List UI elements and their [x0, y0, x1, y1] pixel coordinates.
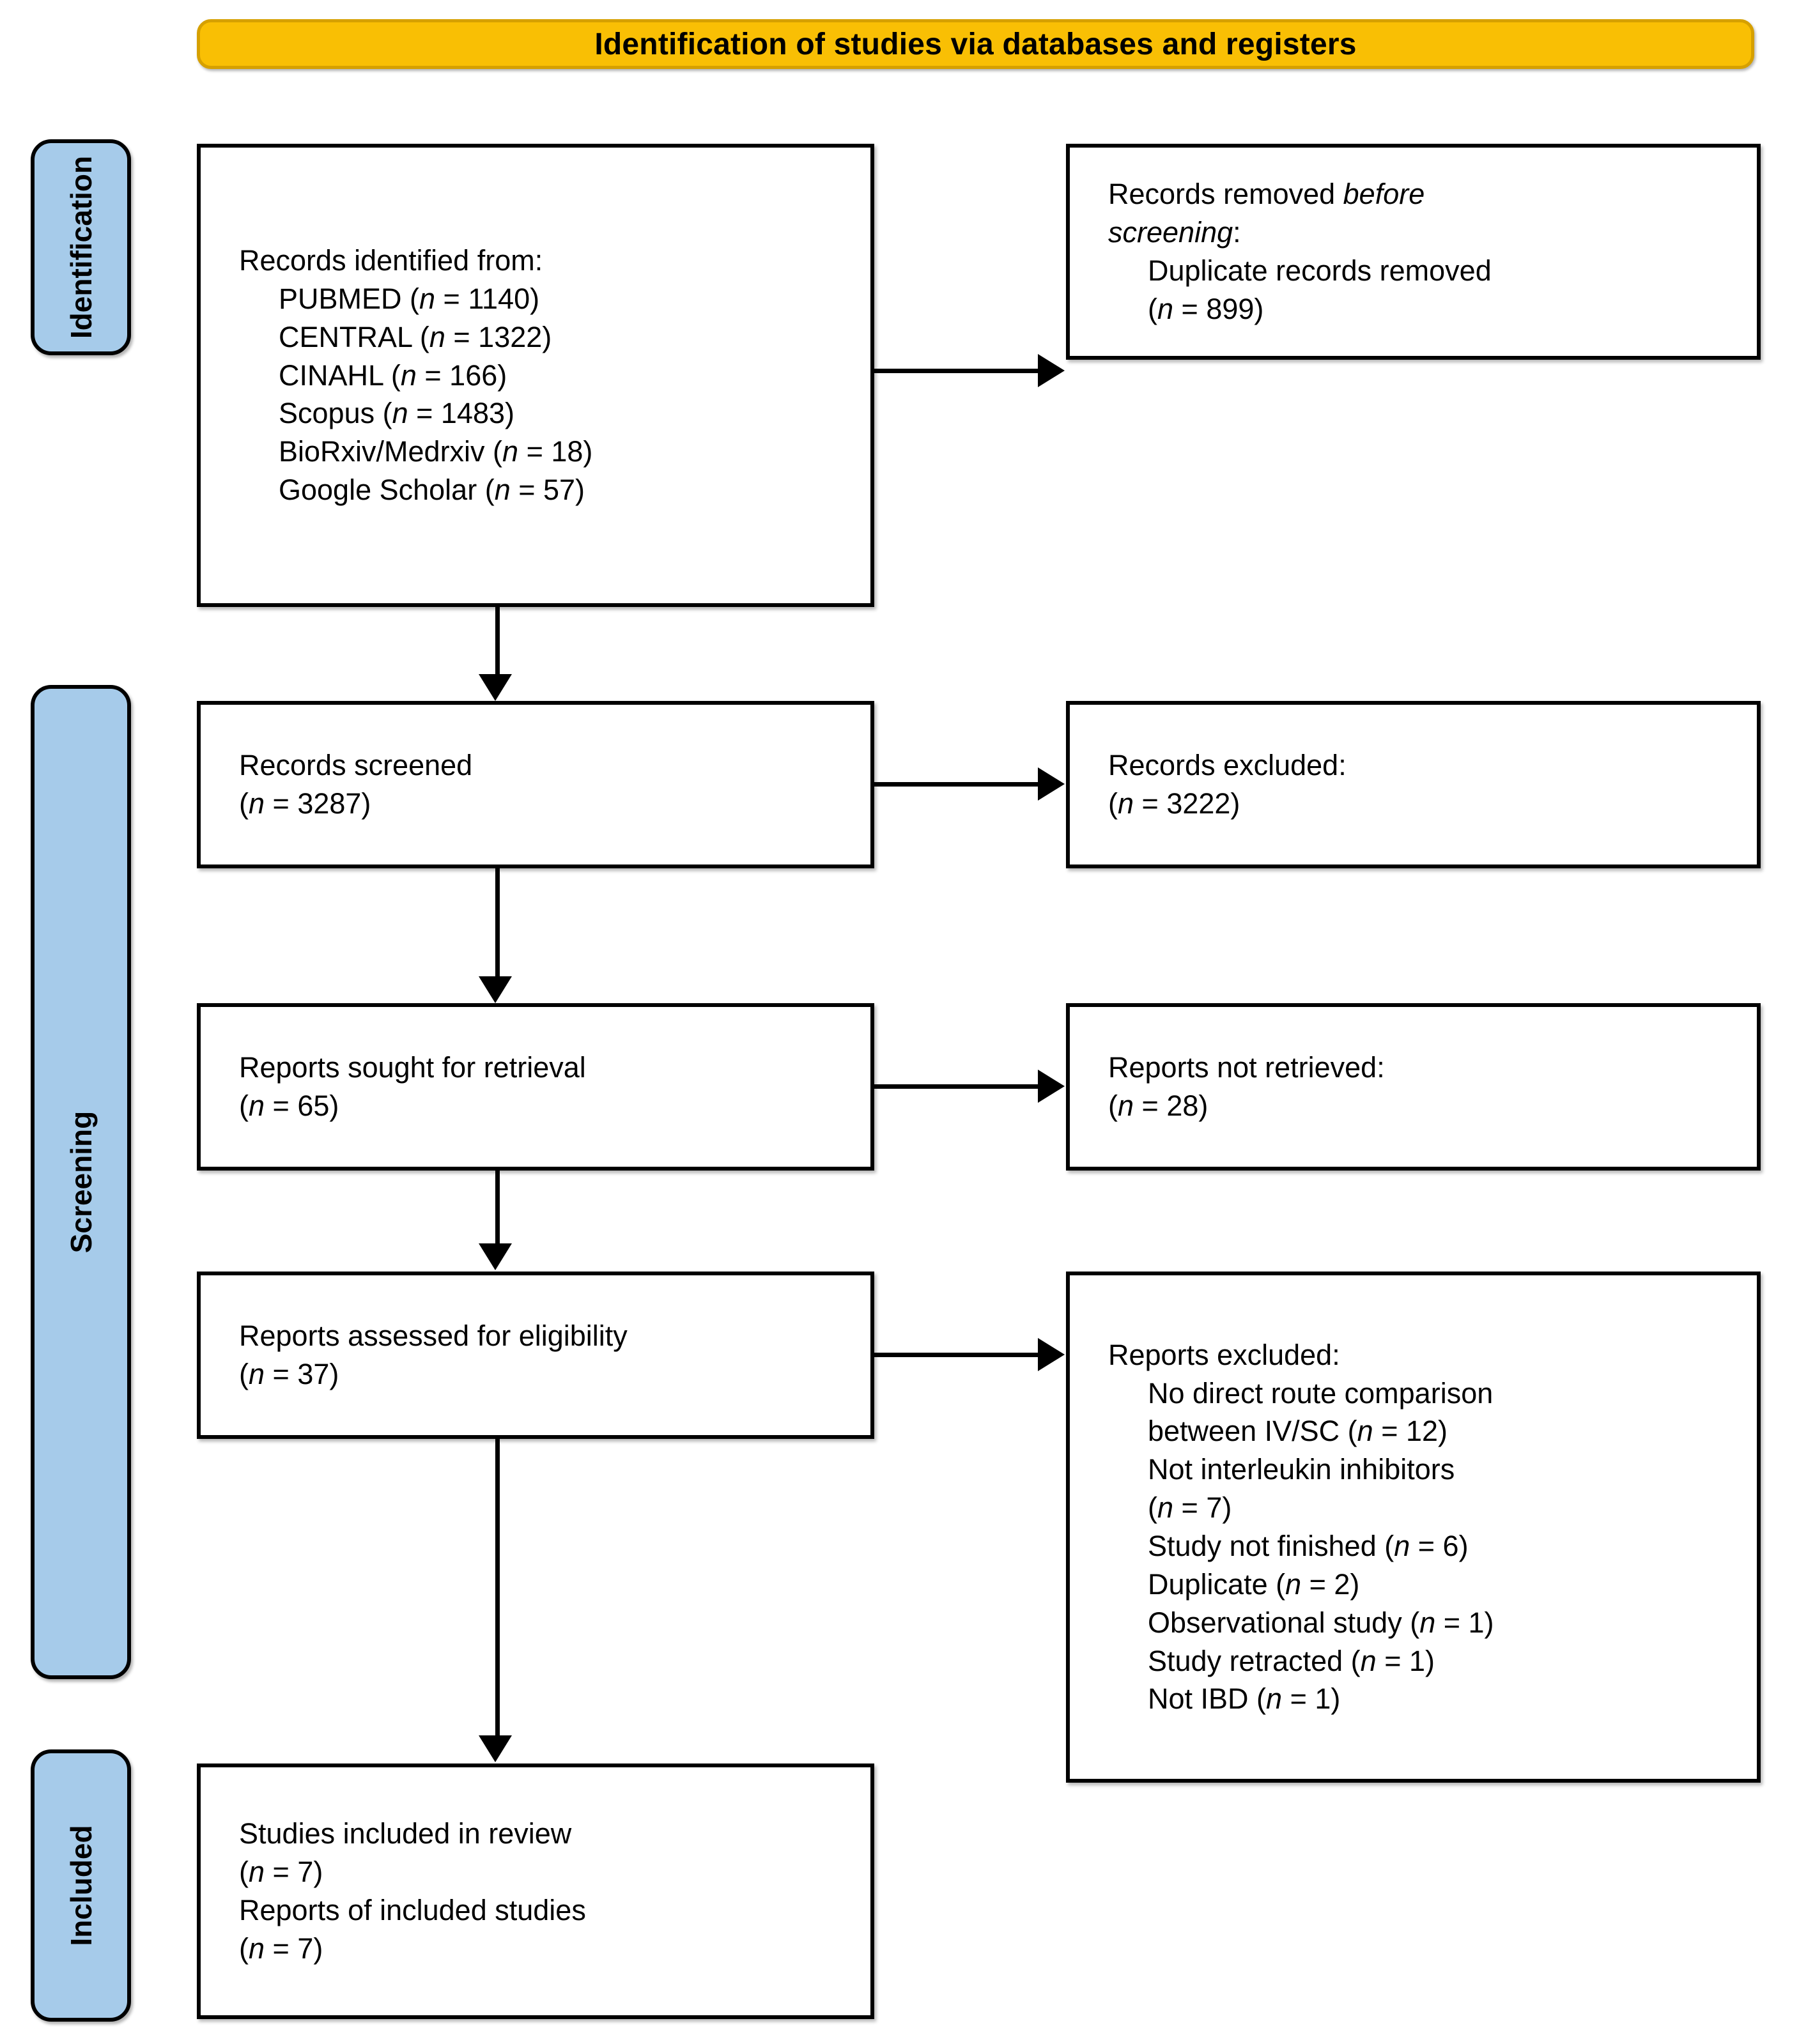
reason-no-direct-route-comparison-1: No direct route comparison	[1148, 1376, 1494, 1410]
reason-no-direct-route-comparison-2: between IV/SC (n = 12)	[1148, 1415, 1448, 1448]
reason-not-interleukin-inhibitors: Not interleukin inhibitors	[1148, 1453, 1455, 1486]
reports-assessed-count: (n = 37)	[239, 1358, 339, 1390]
stage-label-screening-text: Screening	[64, 1110, 98, 1254]
source-pubmed: PUBMED (n = 1140)	[279, 282, 540, 315]
box-records-excluded: Records excluded: (n = 3222)	[1066, 701, 1761, 868]
connector-sought-to-assessed	[495, 1171, 500, 1245]
source-biorxiv-medrxiv: BioRxiv/Medrxiv (n = 18)	[279, 435, 593, 468]
arrowhead-down-icon	[479, 976, 512, 1003]
connector-assessed-to-included	[495, 1439, 500, 1737]
box-reports-excluded: Reports excluded: No direct route compar…	[1066, 1272, 1761, 1783]
reports-of-included-studies-count: (n = 7)	[239, 1932, 323, 1965]
studies-included-label: Studies included in review	[239, 1817, 572, 1850]
records-excluded-count: (n = 3222)	[1108, 787, 1240, 820]
stage-label-identification-text: Identification	[64, 155, 98, 339]
reason-not-interleukin-inhibitors-count: (n = 7)	[1148, 1491, 1232, 1525]
records-screened-label: Records screened	[239, 749, 473, 782]
stage-label-included-text: Included	[64, 1825, 98, 1946]
connector-screened-to-excluded	[874, 782, 1039, 787]
box-studies-included: Studies included in review (n = 7) Repor…	[197, 1764, 874, 2019]
connector-assessed-to-reports-excluded	[874, 1353, 1039, 1357]
source-scopus: Scopus (n = 1483)	[279, 397, 515, 430]
reports-of-included-studies-label: Reports of included studies	[239, 1894, 586, 1926]
box-reports-not-retrieved: Reports not retrieved: (n = 28)	[1066, 1003, 1761, 1171]
reports-assessed-label: Reports assessed for eligibility	[239, 1319, 628, 1353]
reports-excluded-heading: Reports excluded:	[1108, 1338, 1340, 1371]
box-records-removed-before-screening: Records removed before screening: Duplic…	[1066, 144, 1761, 360]
reason-not-ibd: Not IBD (n = 1)	[1148, 1682, 1341, 1716]
duplicate-records-removed-label: Duplicate records removed	[1148, 254, 1492, 287]
arrowhead-right-icon	[1038, 767, 1065, 801]
connector-screened-to-sought	[495, 868, 500, 977]
reason-study-not-finished: Study not finished (n = 6)	[1148, 1530, 1469, 1562]
connector-identified-to-screened	[495, 607, 500, 677]
reports-not-retrieved-label: Reports not retrieved:	[1108, 1051, 1385, 1084]
arrowhead-down-icon	[479, 674, 512, 701]
records-removed-line2: screening:	[1108, 216, 1241, 249]
records-identified-heading: Records identified from:	[239, 244, 543, 277]
reason-observational-study: Observational study (n = 1)	[1148, 1606, 1494, 1639]
arrowhead-down-icon	[479, 1243, 512, 1270]
records-excluded-label: Records excluded:	[1108, 749, 1347, 782]
source-central: CENTRAL (n = 1322)	[279, 320, 552, 353]
connector-identified-to-removed	[874, 369, 1039, 373]
identification-banner: Identification of studies via databases …	[197, 19, 1754, 69]
arrowhead-right-icon	[1038, 1338, 1065, 1371]
box-records-identified: Records identified from: PUBMED (n = 114…	[197, 144, 874, 607]
arrowhead-right-icon	[1038, 1070, 1065, 1103]
box-records-screened: Records screened (n = 3287)	[197, 701, 874, 868]
studies-included-count: (n = 7)	[239, 1856, 323, 1889]
box-reports-sought-for-retrieval: Reports sought for retrieval (n = 65)	[197, 1003, 874, 1171]
connector-sought-to-not-retrieved	[874, 1084, 1039, 1089]
reason-duplicate: Duplicate (n = 2)	[1148, 1567, 1360, 1601]
banner-title: Identification of studies via databases …	[594, 27, 1357, 61]
records-removed-line1: Records removed before	[1108, 178, 1425, 211]
box-reports-assessed-for-eligibility: Reports assessed for eligibility (n = 37…	[197, 1272, 874, 1439]
reason-study-retracted: Study retracted (n = 1)	[1148, 1644, 1435, 1677]
records-screened-count: (n = 3287)	[239, 787, 371, 820]
duplicate-records-removed-count: (n = 899)	[1148, 292, 1264, 325]
stage-label-identification: Identification	[31, 139, 131, 355]
reports-sought-label: Reports sought for retrieval	[239, 1051, 586, 1084]
source-cinahl: CINAHL (n = 166)	[279, 358, 507, 392]
stage-label-screening: Screening	[31, 685, 131, 1679]
stage-label-included: Included	[31, 1749, 131, 2022]
source-google-scholar: Google Scholar (n = 57)	[279, 473, 585, 507]
reports-sought-count: (n = 65)	[239, 1089, 339, 1122]
arrowhead-right-icon	[1038, 354, 1065, 387]
reports-not-retrieved-count: (n = 28)	[1108, 1089, 1208, 1122]
arrowhead-down-icon	[479, 1735, 512, 1762]
